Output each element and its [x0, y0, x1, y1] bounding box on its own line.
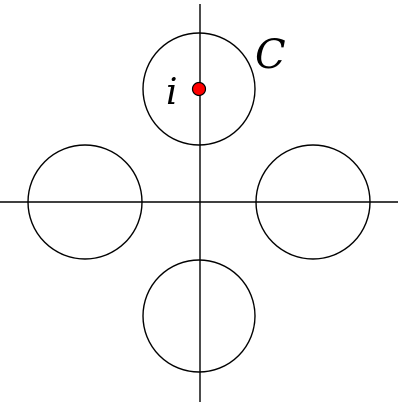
- circle-left: [27, 144, 143, 260]
- curve-label-c: C: [255, 32, 286, 78]
- circle-right: [255, 144, 371, 260]
- point-label-i: i: [166, 72, 178, 113]
- marked-point-i: [191, 81, 207, 97]
- circle-top: [142, 32, 256, 146]
- circle-bottom: [142, 259, 256, 373]
